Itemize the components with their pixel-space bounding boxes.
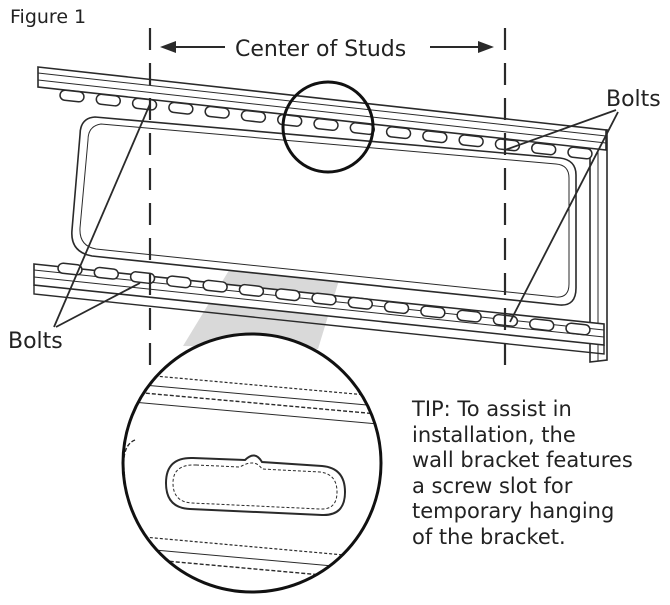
tip-line: TIP: To assist in: [412, 397, 572, 421]
tip-line: a screw slot for: [412, 473, 573, 498]
rail-slot: [529, 318, 555, 332]
tip-line: installation, the: [412, 422, 576, 447]
top-slot-row: [59, 89, 593, 160]
zoom-detail: [121, 332, 383, 594]
bolts-label-left: Bolts: [8, 329, 63, 354]
rail-slot: [311, 292, 337, 306]
bottom-slot-row: [57, 262, 591, 336]
tip-text: TIP: To assist in installation, the wall…: [412, 397, 662, 550]
rail-slot: [275, 288, 301, 302]
rail-slot: [383, 301, 410, 315]
rail-slot: [531, 142, 557, 156]
rail-slot: [95, 93, 121, 107]
rail-slot: [313, 117, 339, 132]
rail-slot: [458, 134, 484, 148]
bracket-cutout: [71, 116, 577, 306]
bottom-rail: [33, 262, 605, 355]
bolt-leaders: [53, 103, 619, 328]
figure-label: Figure 1: [10, 6, 87, 28]
rail-slot: [129, 271, 156, 285]
rail-slot: [349, 122, 375, 136]
rail-slot: [238, 283, 265, 297]
rail-slot: [59, 89, 85, 103]
center-of-studs-label: Center of Studs: [232, 37, 410, 62]
bolts-label-right: Bolts: [606, 87, 661, 112]
rail-slot: [565, 322, 591, 336]
magnifier-circle: [281, 80, 375, 174]
top-rail: [37, 66, 607, 160]
tip-line: temporary hanging: [412, 499, 615, 523]
rail-slot: [202, 279, 228, 293]
tip-line: of the bracket.: [412, 524, 566, 549]
rail-slot: [567, 146, 593, 160]
rail-slot: [93, 266, 119, 280]
rail-slot: [422, 130, 448, 144]
rail-slot: [240, 109, 267, 123]
rail-slot: [385, 126, 412, 140]
tip-line: wall bracket features: [412, 448, 633, 472]
rail-slot: [277, 113, 303, 127]
rail-slot: [57, 262, 83, 276]
rail-slot: [168, 101, 194, 115]
rail-slot: [420, 305, 446, 319]
rail-slot: [166, 275, 192, 289]
rail-slot: [131, 97, 158, 111]
center-arrow: [160, 41, 494, 53]
screw-slot: [164, 454, 347, 517]
rail-slot: [347, 296, 373, 310]
rail-slot: [456, 309, 482, 323]
rail-slot: [204, 105, 230, 119]
